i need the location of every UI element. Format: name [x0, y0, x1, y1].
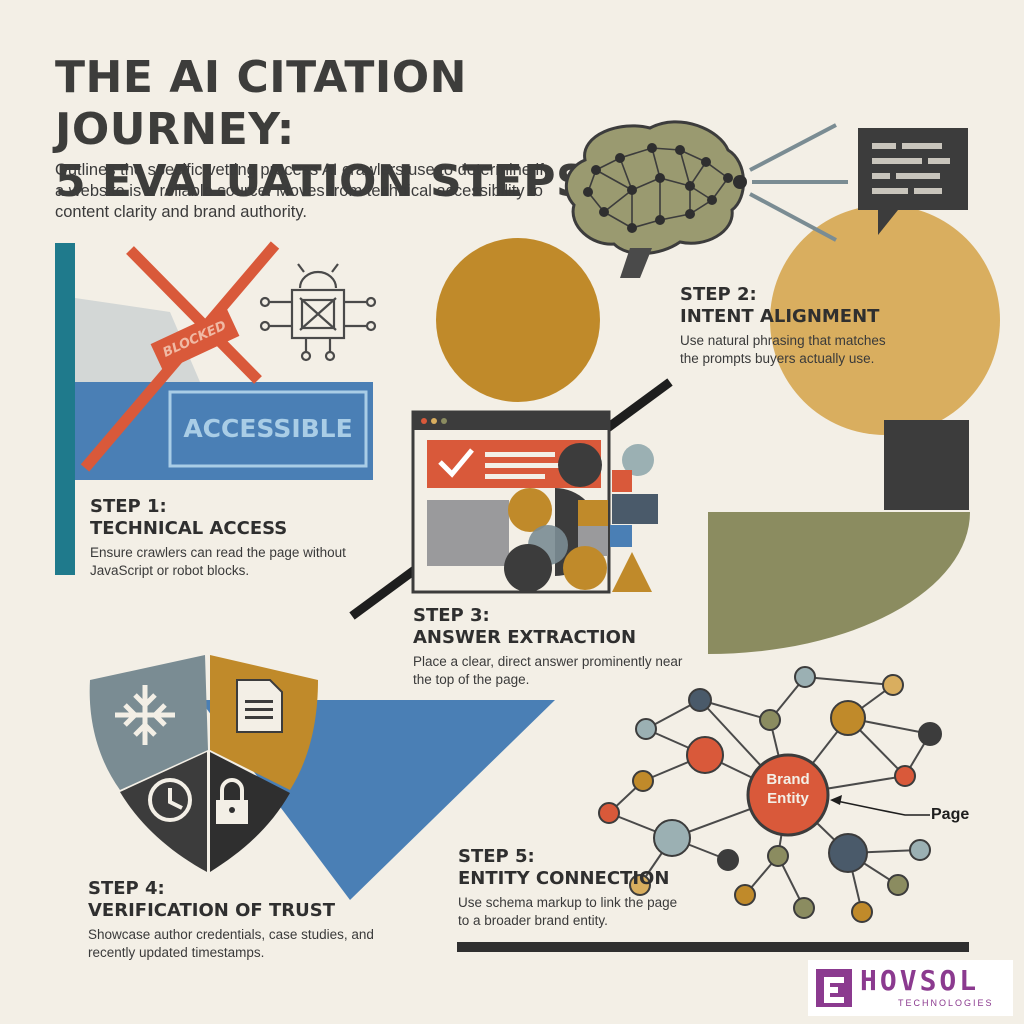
charcoal-block	[884, 420, 969, 510]
geometric-pattern	[504, 443, 658, 592]
step-3-description: Place a clear, direct answer prominently…	[413, 654, 683, 687]
step-3-number: STEP 3:	[413, 605, 490, 626]
title-line-1: THE AI CITATION JOURNEY:	[55, 52, 467, 155]
page-title: THE AI CITATION JOURNEY: 5 EVALUATION ST…	[55, 52, 695, 208]
logo-tagline: TECHNOLOGIES	[898, 998, 994, 1008]
accessible-label: ACCESSIBLE	[183, 414, 353, 443]
step-4-title: VERIFICATION OF TRUST	[88, 900, 335, 921]
page-subtitle: Outlines the specific vetting process AI…	[55, 161, 544, 221]
browser-titlebar	[413, 412, 609, 430]
title-line-2: 5 EVALUATION STEPS	[55, 156, 589, 207]
step-5: STEP 5: ENTITY CONNECTION Use schema mar…	[458, 846, 678, 930]
step-3-title: ANSWER EXTRACTION	[413, 627, 637, 648]
blocked-tag	[150, 308, 240, 372]
page-callout-label: Page	[931, 806, 970, 823]
step-4: STEP 4: VERIFICATION OF TRUST Showcase a…	[88, 878, 378, 962]
step4-illustration	[89, 655, 555, 900]
step-5-title: ENTITY CONNECTION	[458, 868, 670, 889]
brand-entity-node	[746, 753, 830, 837]
page-callout-arrow	[830, 795, 930, 816]
step-1-description: Ensure crawlers can read the page withou…	[90, 545, 346, 578]
speech-bubble-icon	[858, 128, 968, 235]
shield-icon	[89, 655, 318, 872]
teal-bar	[55, 243, 75, 575]
step-3: STEP 3: ANSWER EXTRACTION Place a clear,…	[413, 605, 683, 689]
brand-entity-line-2: Entity	[767, 790, 809, 807]
step-2-title: INTENT ALIGNMENT	[680, 306, 880, 327]
step-1-number: STEP 1:	[90, 496, 167, 517]
step-4-number: STEP 4:	[88, 878, 165, 899]
signal-line	[749, 192, 837, 242]
step-4-description: Showcase author credentials, case studie…	[88, 927, 374, 960]
lock-icon	[216, 778, 248, 824]
brand-entity-label: Brand Entity	[748, 770, 828, 808]
step-1-title: TECHNICAL ACCESS	[90, 518, 288, 539]
x-mark-stroke	[126, 246, 262, 384]
step-1: STEP 1: TECHNICAL ACCESS Ensure crawlers…	[90, 496, 350, 580]
bottom-rule	[457, 942, 969, 952]
mustard-circle	[436, 238, 600, 402]
logo-wordmark: HOVSOL	[860, 964, 980, 997]
accessible-frame	[168, 390, 368, 468]
tan-circle	[770, 205, 1000, 435]
document-icon	[236, 679, 283, 733]
gray-block	[427, 500, 509, 566]
signal-line	[749, 123, 837, 172]
step3-illustration	[349, 238, 673, 620]
brand-entity-line-1: Brand	[766, 771, 810, 788]
brain-network-icon	[564, 120, 747, 278]
step-5-number: STEP 5:	[458, 846, 535, 867]
accessible-panel	[75, 382, 373, 480]
step2-illustration	[564, 120, 1000, 654]
network-nodes	[598, 666, 942, 923]
robot-icon	[259, 263, 377, 362]
step1-illustration	[55, 241, 377, 575]
clock-icon	[148, 778, 192, 822]
check-icon	[438, 448, 474, 478]
step-2: STEP 2: INTENT ALIGNMENT Use natural phr…	[680, 284, 900, 368]
compress-arrows-icon	[115, 685, 175, 745]
hovsol-logo: HOVSOL TECHNOLOGIES	[808, 960, 1013, 1016]
hovsol-logo-mark	[816, 969, 852, 1007]
olive-quarter-shape	[708, 512, 970, 654]
step-2-description: Use natural phrasing that matches the pr…	[680, 333, 886, 366]
step-5-description: Use schema markup to link the page to a …	[458, 895, 678, 928]
step-2-number: STEP 2:	[680, 284, 757, 305]
